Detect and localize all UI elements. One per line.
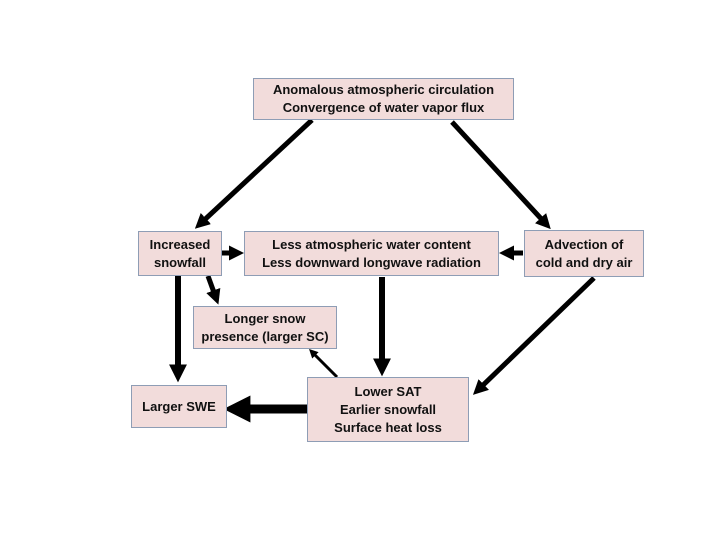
node-lower-sat-line-3: Surface heat loss [334, 419, 442, 435]
node-advection-line-2: cold and dry air [535, 254, 633, 270]
node-advection-line-1: Advection of [544, 236, 624, 252]
arrow-snowfall-to-snow-presence [205, 275, 221, 305]
node-circulation-line-1: Anomalous atmospheric circulation [272, 82, 495, 97]
node-advection: Advection of cold and dry air [524, 230, 644, 277]
node-snowfall: Increased snowfall [138, 231, 222, 276]
node-circulation-line-2: Convergence of water vapor flux [282, 100, 485, 115]
node-snow-presence-line-2: presence (larger SC) [201, 328, 329, 344]
node-lower-sat: Lower SAT Earlier snowfall Surface heat … [307, 377, 469, 442]
arrow-circulation-to-advection [450, 120, 551, 230]
arrow-circulation-to-snowfall [194, 118, 314, 229]
node-lower-sat-line-1: Lower SAT [354, 383, 422, 399]
node-lower-sat-line-2: Earlier snowfall [339, 401, 437, 417]
node-snow-presence: Longer snow presence (larger SC) [193, 306, 337, 349]
node-snowfall-line-1: Increased [149, 236, 211, 252]
node-water-content-line-1: Less atmospheric water content [272, 236, 471, 252]
node-circulation: Anomalous atmospheric circulation Conver… [253, 78, 514, 120]
arrow-advection-to-lower-sat [472, 276, 596, 395]
arrow-lower-sat-to-snow-presence [309, 349, 339, 379]
node-swe-line-1: Larger SWE [142, 398, 216, 414]
node-water-content: Less atmospheric water content Less down… [244, 231, 499, 276]
node-snow-presence-line-1: Longer snow [224, 310, 306, 326]
node-swe: Larger SWE [131, 385, 227, 428]
node-water-content-line-2: Less downward longwave radiation [262, 254, 481, 270]
node-snowfall-line-2: snowfall [153, 254, 206, 270]
